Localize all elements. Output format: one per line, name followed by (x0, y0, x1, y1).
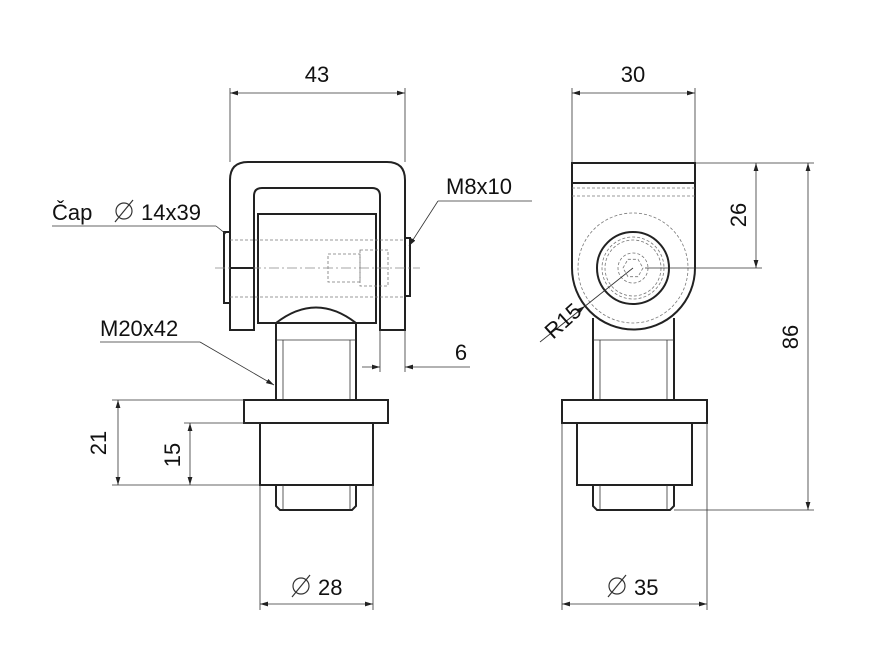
u-bracket (229, 161, 406, 331)
neck (275, 306, 357, 400)
body-side (576, 422, 693, 486)
bracket-side (571, 162, 696, 331)
pin-head-right (404, 237, 411, 297)
pin-head-left (223, 231, 231, 304)
thread-body (259, 422, 374, 486)
pin-label: Čap (52, 200, 92, 225)
dim-body-height: 15 (160, 443, 185, 467)
side-view: 30 26 86 R15 35 (540, 62, 814, 610)
dim-upper-height: 26 (726, 203, 751, 227)
thread-end (275, 485, 357, 511)
pin-size: 14x39 (141, 200, 201, 225)
dim-collar-height: 21 (86, 431, 111, 455)
collar (243, 399, 389, 424)
hex-socket-icon (622, 258, 644, 278)
collar-side (561, 399, 708, 424)
diameter-icon (607, 574, 627, 598)
diameter-icon (114, 199, 134, 223)
thread-end-side (592, 485, 675, 511)
dim-diameter-front: 28 (318, 575, 342, 600)
dim-total-height: 86 (778, 325, 803, 349)
dim-offset: 6 (455, 340, 467, 365)
pivot-block (257, 213, 377, 324)
screw-label: M8x10 (446, 174, 512, 199)
front-view: 43 Čap 14x39 M8x10 M20x42 6 21 15 (52, 62, 532, 610)
dim-width-front: 43 (305, 62, 329, 87)
dim-width-side: 30 (621, 62, 645, 87)
dim-diameter-side: 35 (634, 575, 658, 600)
thread-label: M20x42 (100, 316, 178, 341)
diameter-icon (291, 574, 311, 598)
